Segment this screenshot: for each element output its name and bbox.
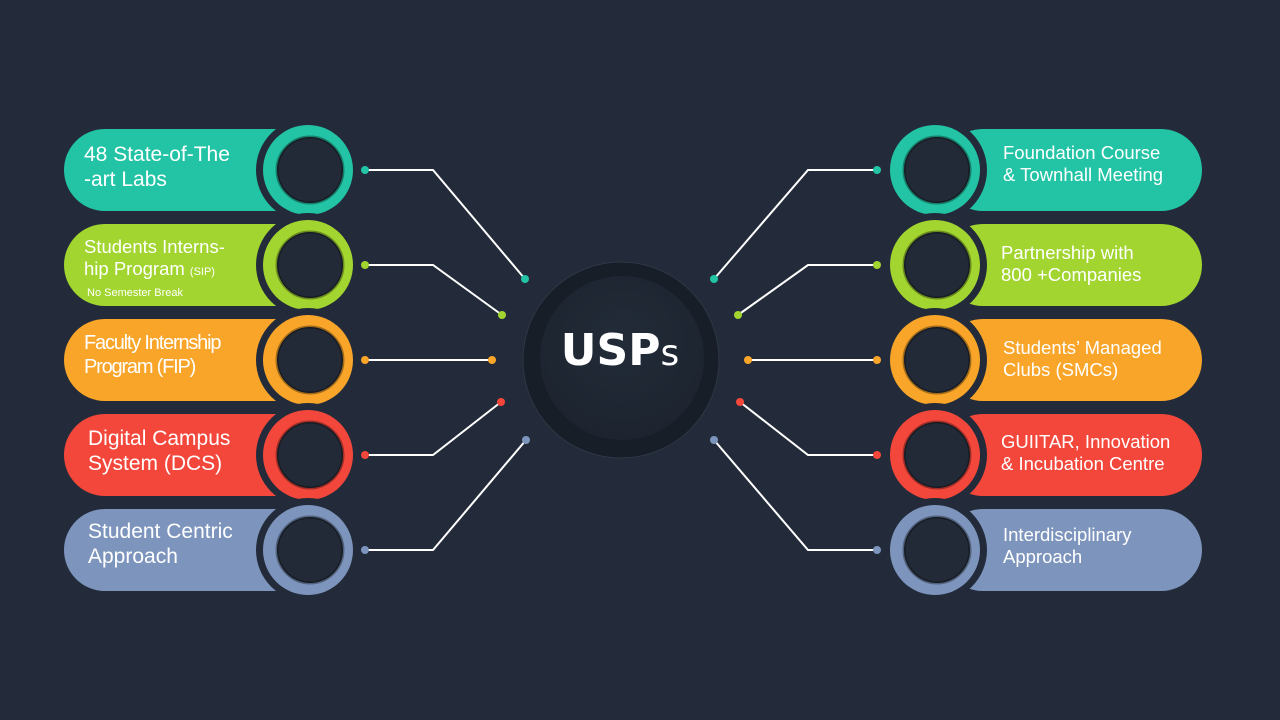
left-connector-2 (365, 264, 503, 316)
right-hub-dot-1 (710, 275, 718, 283)
right-dot-3 (873, 356, 881, 364)
left-pill-1 (64, 129, 324, 211)
right-connector-1 (713, 169, 877, 280)
left-pill-5 (64, 509, 324, 591)
right-pill-3 (942, 319, 1202, 401)
left-ring-inner-3 (275, 325, 345, 395)
left-hub-dot-3 (488, 356, 496, 364)
right-item-4-label: GUIITAR, Innovation& Incubation Centre (1001, 431, 1171, 475)
right-hub-dot-3 (744, 356, 752, 364)
left-connector-5 (365, 439, 527, 551)
right-connector-5 (713, 439, 877, 551)
right-connector-2 (737, 264, 877, 316)
left-pill-2 (64, 224, 324, 306)
left-ring-inner-2 (275, 230, 345, 300)
left-item-1-label: 48 State-of-The-art Labs (84, 143, 230, 192)
right-ring-inner-4 (902, 420, 972, 490)
right-ring-inner-1 (902, 135, 972, 205)
left-hub-dot-5 (522, 436, 530, 444)
right-dot-4 (873, 451, 881, 459)
center-hub-inner (540, 276, 704, 440)
right-item-1-label: Foundation Course& Townhall Meeting (1003, 142, 1164, 186)
left-dot-1 (361, 166, 369, 174)
left-dot-2 (361, 261, 369, 269)
left-dot-3 (361, 356, 369, 364)
right-pill-1 (942, 129, 1202, 211)
left-item-2-note: No Semester Break (87, 287, 183, 299)
right-hub-dot-2 (734, 311, 742, 319)
left-item-2-label: Students Interns-hip Program (SIP) (84, 236, 225, 280)
right-ring-inner-3 (902, 325, 972, 395)
left-ring-inner-4 (275, 420, 345, 490)
left-hub-dot-2 (498, 311, 506, 319)
left-ring-inner-5 (275, 515, 345, 585)
left-ring-inner-1 (275, 135, 345, 205)
right-hub-dot-4 (736, 398, 744, 406)
right-pill-4 (942, 414, 1202, 496)
right-pill-5 (942, 509, 1202, 591)
left-pill-4 (64, 414, 324, 496)
right-ring-inner-2 (902, 230, 972, 300)
right-dot-1 (873, 166, 881, 174)
right-connector-4 (739, 401, 877, 456)
center-title: USPs (560, 325, 680, 376)
left-hub-dot-1 (521, 275, 529, 283)
left-connector-4 (365, 401, 502, 456)
left-hub-dot-4 (497, 398, 505, 406)
left-dot-5 (361, 546, 369, 554)
left-connector-1 (365, 169, 526, 280)
right-ring-inner-5 (902, 515, 972, 585)
left-dot-4 (361, 451, 369, 459)
right-pill-2 (942, 224, 1202, 306)
right-hub-dot-5 (710, 436, 718, 444)
right-dot-5 (873, 546, 881, 554)
left-pill-3 (64, 319, 324, 401)
right-dot-2 (873, 261, 881, 269)
